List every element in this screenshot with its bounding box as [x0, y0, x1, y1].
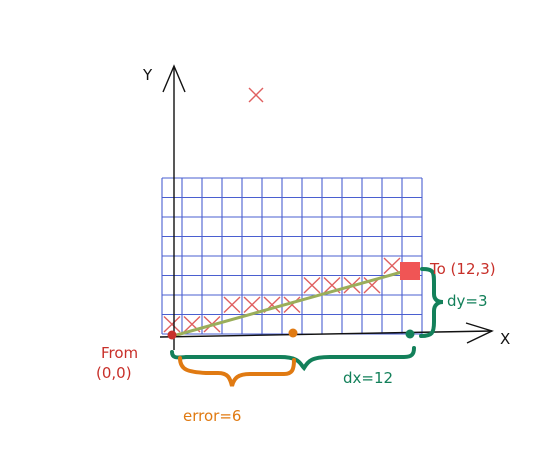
plotted-pixel-cross [163, 315, 181, 333]
start-label-line1: From [101, 344, 138, 362]
dx-end-point [405, 329, 415, 339]
y-axis-label: Y [142, 66, 153, 84]
plotted-pixel-cross [223, 296, 241, 314]
error-brace [178, 356, 296, 387]
stray-cross-mark [248, 87, 264, 103]
end-point [400, 262, 420, 280]
ideal-line [171, 268, 411, 338]
dx-label: dx=12 [343, 369, 393, 387]
start-point [167, 330, 177, 340]
plotted-pixel-cross [283, 296, 301, 314]
error-label: error=6 [183, 407, 241, 425]
dy-brace [419, 267, 444, 338]
dy-label: dy=3 [447, 292, 488, 310]
start-label-line2: (0,0) [96, 364, 132, 382]
pixel-grid [161, 177, 423, 335]
x-axis-label: X [500, 330, 510, 348]
plotted-pixels [163, 257, 401, 333]
error-point [288, 328, 298, 338]
end-label: To (12,3) [429, 260, 496, 278]
plotted-pixel-cross [243, 296, 261, 314]
plotted-pixel-cross [303, 276, 321, 294]
y-axis [162, 64, 186, 350]
plotted-pixel-cross [383, 257, 401, 275]
x-axis [159, 322, 494, 344]
